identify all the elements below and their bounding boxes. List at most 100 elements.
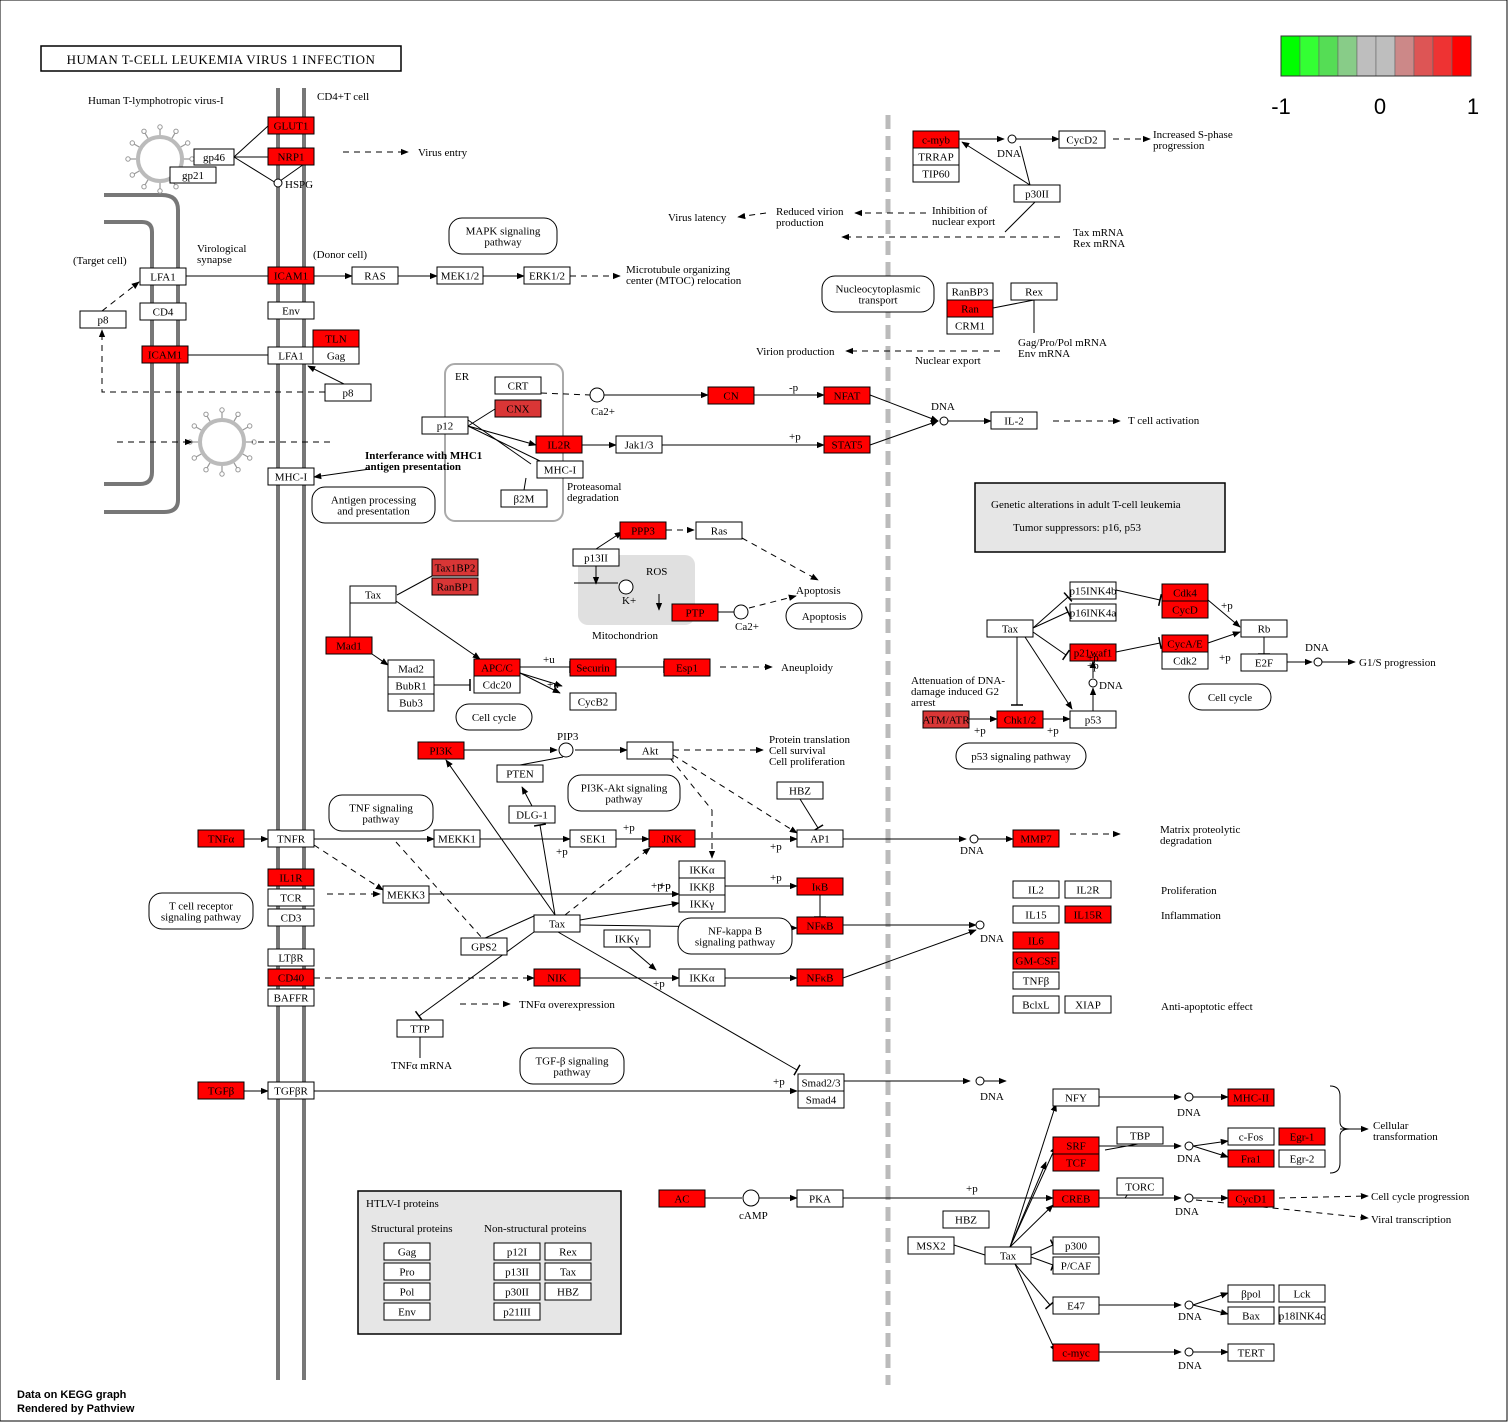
gene-node-gp46[interactable]: gp46 [193,148,235,166]
gene-node-chk1-2[interactable]: Chk1/2 [996,710,1044,729]
gene-node-torc[interactable]: TORC [1116,1177,1164,1196]
gene-node-c-myc[interactable]: c-myc [1052,1343,1100,1362]
gene-node-jnk[interactable]: JNK [648,829,696,848]
gene-node-gp21[interactable]: gp21 [169,166,217,184]
gene-node-ttp[interactable]: TTP [396,1019,444,1038]
gene-node-cycd1[interactable]: CycD1 [1227,1189,1275,1208]
gene-node-hbz[interactable]: HBZ [544,1282,592,1301]
gene-node-mekk3[interactable]: MEKK3 [382,885,430,904]
gene-node-ran[interactable]: Ran [946,299,994,318]
gene-node-egr-1[interactable]: Egr-1 [1278,1127,1326,1146]
gene-node-srf[interactable]: SRF [1052,1136,1100,1155]
gene-node-mhc-ii[interactable]: MHC-II [1227,1088,1275,1107]
gene-node-tax[interactable]: Tax [986,619,1034,638]
gene-node-lck[interactable]: Lck [1278,1284,1326,1303]
gene-node-mek1-2[interactable]: MEK1/2 [436,266,484,285]
gene-node-i-b[interactable]: IκB [796,877,844,896]
gene-node-mad1[interactable]: Mad1 [325,636,373,655]
gene-node-mhc-i[interactable]: MHC-I [536,460,584,479]
gene-node-ap1[interactable]: AP1 [796,829,844,848]
gene-node-il15[interactable]: IL15 [1012,905,1060,924]
gene-node-p8[interactable]: p8 [79,310,127,329]
gene-node-pka[interactable]: PKA [796,1189,844,1208]
gene-node-bubr1[interactable]: BubR1 [387,676,435,695]
gene-node-p13ii[interactable]: p13II [493,1262,541,1281]
gene-node-nrp1[interactable]: NRP1 [267,147,315,166]
gene-node-msx2[interactable]: MSX2 [907,1236,955,1255]
gene-node-il2r[interactable]: IL2R [535,435,583,454]
gene-node-icam1[interactable]: ICAM1 [141,345,189,364]
gene-node-cycd2[interactable]: CycD2 [1058,130,1106,149]
gene-node-smad2-3[interactable]: Smad2/3 [797,1073,845,1092]
gene-node-p21waf1[interactable]: p21waf1 [1069,643,1117,662]
gene-node-ikk[interactable]: IKKγ [678,894,726,913]
gene-node-e2f[interactable]: E2F [1240,653,1288,672]
gene-node-p-caf[interactable]: P/CAF [1052,1256,1100,1275]
gene-node-gm-csf[interactable]: GM-CSF [1012,951,1060,970]
gene-node-p21iii[interactable]: p21III [493,1302,541,1321]
gene-node-gag[interactable]: Gag [383,1242,431,1261]
gene-node-cdc20[interactable]: Cdc20 [473,675,521,694]
gene-node-bax[interactable]: Bax [1227,1306,1275,1325]
gene-node-dlg-1[interactable]: DLG-1 [508,805,556,824]
gene-node-atm-atr[interactable]: ATM/ATR [922,710,970,729]
gene-node-ikk[interactable]: IKKβ [678,877,726,896]
gene-node-ranbp1[interactable]: RanBP1 [431,577,479,596]
gene-node-p30ii[interactable]: p30II [493,1282,541,1301]
gene-node-il2[interactable]: IL2 [1012,880,1060,899]
gene-node-tbp[interactable]: TBP [1116,1126,1164,1145]
gene-node-cdk2[interactable]: Cdk2 [1161,651,1209,670]
gene-node-p8[interactable]: p8 [324,383,372,402]
gene-node-cycd[interactable]: CycD [1161,600,1209,619]
pathway-link-apoptosis[interactable]: Apoptosis [785,602,863,630]
gene-node-fra1[interactable]: Fra1 [1227,1149,1275,1168]
gene-node-rb[interactable]: Rb [1240,619,1288,638]
gene-node-securin[interactable]: Securin [569,658,617,677]
gene-node-nik[interactable]: NIK [533,968,581,987]
gene-node-p16ink4a[interactable]: p16INK4a [1069,603,1117,622]
gene-node-pol[interactable]: Pol [383,1282,431,1301]
gene-node-tnfr[interactable]: TNFR [267,829,315,848]
gene-node-cn[interactable]: CN [707,386,755,405]
gene-node-tnf[interactable]: TNFα [197,829,245,848]
gene-node-tax[interactable]: Tax [544,1262,592,1281]
gene-node-pi3k[interactable]: PI3K [417,741,465,760]
gene-node-ac[interactable]: AC [658,1189,706,1208]
gene-node-tln[interactable]: TLN [312,329,360,348]
gene-node-tax[interactable]: Tax [984,1246,1032,1265]
gene-node-ras[interactable]: RAS [351,266,399,285]
gene-node-env[interactable]: Env [383,1302,431,1321]
gene-node-esp1[interactable]: Esp1 [663,658,711,677]
gene-node-cd3[interactable]: CD3 [267,908,315,927]
gene-node-pro[interactable]: Pro [383,1262,431,1281]
gene-node-il1r[interactable]: IL1R [267,868,315,887]
gene-node-p13ii[interactable]: p13II [572,548,620,567]
gene-node-erk1-2[interactable]: ERK1/2 [523,266,571,285]
gene-node-mad2[interactable]: Mad2 [387,659,435,678]
gene-node-p300[interactable]: p300 [1052,1236,1100,1255]
gene-node-c-myb[interactable]: c-myb [912,130,960,149]
gene-node-rex[interactable]: Rex [1010,282,1058,301]
gene-node-mekk1[interactable]: MEKK1 [433,829,481,848]
gene-node-ppp3[interactable]: PPP3 [619,521,667,540]
gene-node-lfa1[interactable]: LFA1 [267,346,315,365]
gene-node-p12[interactable]: p12 [421,416,469,435]
gene-node-crm1[interactable]: CRM1 [946,316,994,335]
gene-node-sek1[interactable]: SEK1 [569,829,617,848]
gene-node-il-2[interactable]: IL-2 [990,411,1038,430]
gene-node-glut1[interactable]: GLUT1 [267,116,315,135]
gene-node-lt-r[interactable]: LTβR [267,948,315,967]
gene-node-tip60[interactable]: TIP60 [912,164,960,183]
gene-node-stat5[interactable]: STAT5 [823,435,871,454]
gene-node-ikk[interactable]: IKKγ [603,929,651,948]
gene-node-creb[interactable]: CREB [1052,1189,1100,1208]
gene-node-ikk[interactable]: IKKα [678,860,726,879]
gene-node-xiap[interactable]: XIAP [1064,995,1112,1014]
gene-node-p12i[interactable]: p12I [493,1242,541,1261]
gene-node-bub3[interactable]: Bub3 [387,693,435,712]
